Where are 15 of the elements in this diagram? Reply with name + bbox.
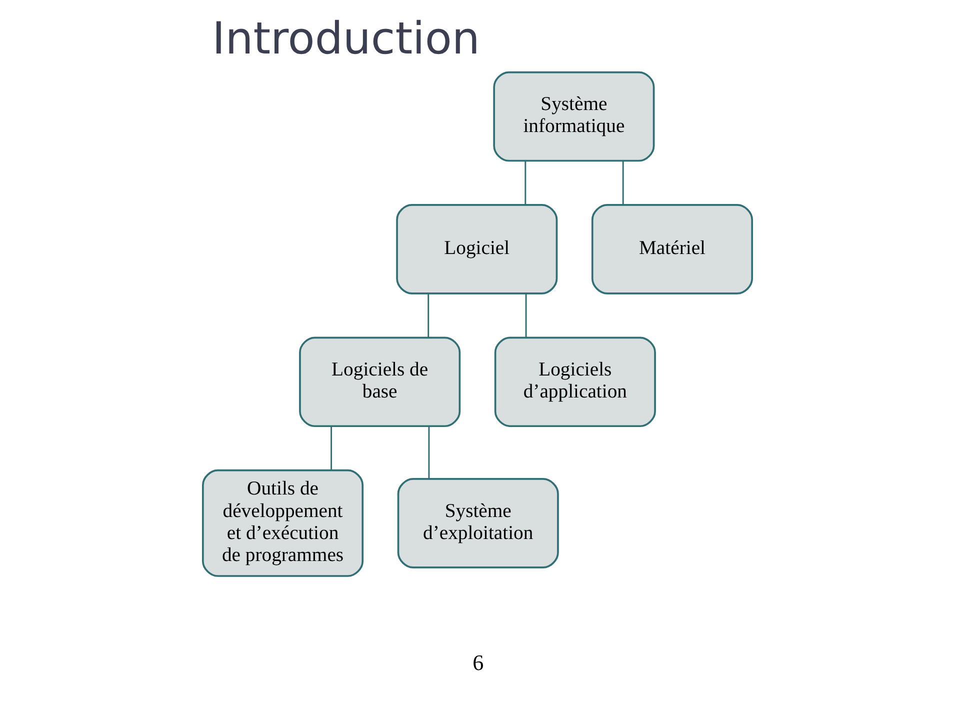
node-box: Système informatique [493,71,655,162]
connector [525,294,527,338]
connector [330,426,332,470]
node-box: Logiciels de base [299,336,461,428]
node-box: Système d’exploitation [397,478,559,568]
connector [524,161,526,205]
node-box: Logiciel [396,204,558,294]
label: 6 [472,650,484,675]
diagram-title: Introduction [212,14,480,65]
node-box: Matériel [591,204,753,294]
node-box: Logiciels d’application [494,336,656,428]
node-box: Outils de développement et d’exécution de programmes [202,469,364,577]
connector [428,426,430,479]
connector [622,161,624,205]
connector [428,294,430,338]
